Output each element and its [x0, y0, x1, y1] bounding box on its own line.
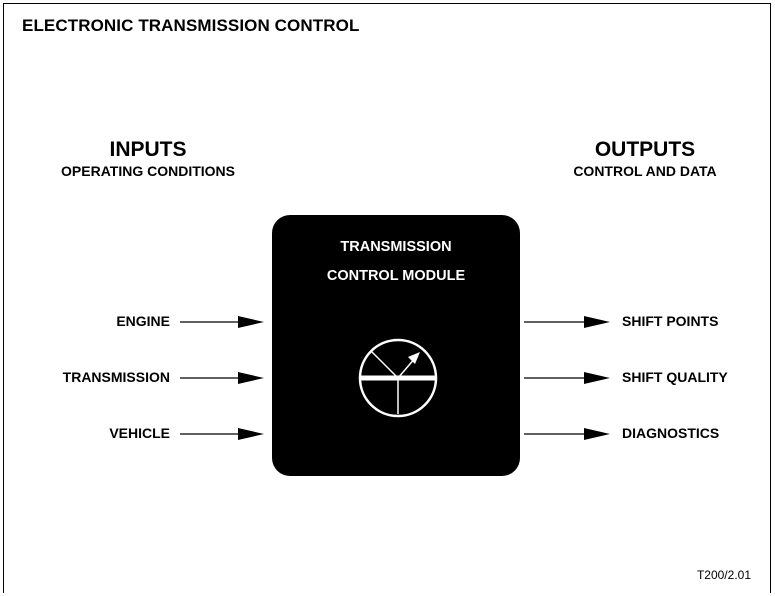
output-label-shift-quality: SHIFT QUALITY	[622, 369, 728, 385]
output-label-shift-points: SHIFT POINTS	[622, 313, 719, 329]
diagram-frame	[3, 3, 771, 593]
module-title-line1: TRANSMISSION	[340, 239, 452, 255]
input-label-engine: ENGINE	[116, 313, 170, 329]
module-title: TRANSMISSION CONTROL MODULE	[272, 233, 520, 291]
input-label-vehicle: VEHICLE	[109, 425, 170, 441]
input-arrow-engine	[180, 316, 264, 328]
input-arrow-vehicle	[180, 428, 264, 440]
module-title-line2: CONTROL MODULE	[326, 268, 466, 284]
outputs-subheading: CONTROL AND DATA	[573, 163, 717, 179]
output-arrow-diagnostics	[524, 428, 610, 440]
output-arrow-shift-points	[524, 316, 610, 328]
figure-reference: T200/2.01	[696, 568, 751, 582]
gauge-icon	[358, 338, 438, 418]
output-label-diagnostics: DIAGNOSTICS	[622, 425, 720, 441]
page-title: ELECTRONIC TRANSMISSION CONTROL	[22, 16, 360, 35]
transmission-control-module: TRANSMISSION CONTROL MODULE	[272, 215, 520, 476]
outputs-header: OUTPUTS CONTROL AND DATA	[540, 138, 750, 180]
input-arrow-transmission	[180, 372, 264, 384]
inputs-heading: INPUTS	[109, 138, 187, 161]
inputs-subheading: OPERATING CONDITIONS	[61, 163, 235, 179]
input-label-transmission: TRANSMISSION	[62, 369, 170, 385]
inputs-header: INPUTS OPERATING CONDITIONS	[32, 138, 264, 180]
output-arrow-shift-quality	[524, 372, 610, 384]
outputs-heading: OUTPUTS	[594, 138, 696, 161]
